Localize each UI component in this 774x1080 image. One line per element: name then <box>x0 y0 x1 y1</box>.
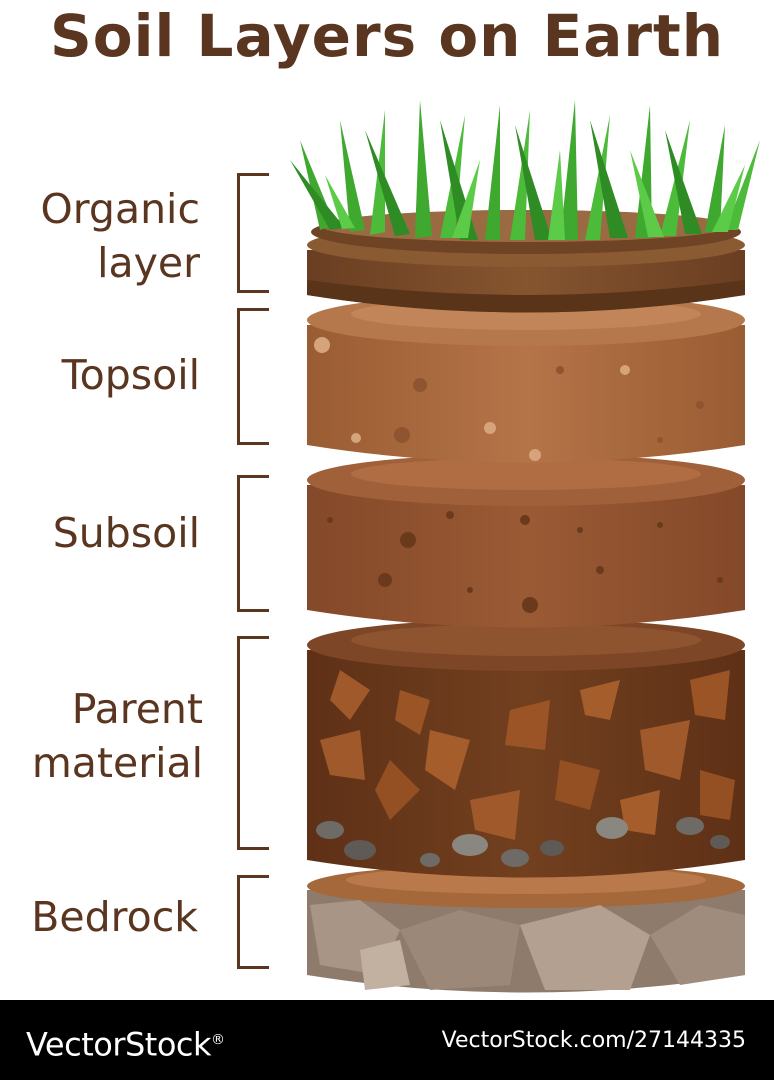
watermark-footer: VectorStock® VectorStock.com/27144335 <box>0 1000 774 1080</box>
label-subsoil: Subsoil <box>52 509 200 557</box>
label-organic-layer: Organic layer <box>40 185 200 287</box>
parent-material-bracket <box>237 636 269 850</box>
subsoil-layer <box>307 454 745 628</box>
label-parent-material: Parent material <box>31 685 203 787</box>
topsoil-layer <box>307 294 745 463</box>
diagram-title: Soil Layers on Earth <box>49 2 725 70</box>
label-bedrock: Bedrock <box>31 893 198 941</box>
bedrock-layer <box>307 864 745 993</box>
subsoil-bracket <box>237 475 269 612</box>
registered-mark: ® <box>211 1032 225 1048</box>
brand-text: VectorStock <box>26 1025 212 1064</box>
parent-material-layer <box>307 619 745 878</box>
topsoil-bracket <box>237 308 269 445</box>
organic-layer-bracket <box>237 173 269 293</box>
image-reference: VectorStock.com/27144335 <box>441 1028 746 1053</box>
soil-column-illustration <box>290 100 760 993</box>
bedrock-bracket <box>237 875 269 969</box>
grass-tuft <box>290 100 760 240</box>
label-topsoil: Topsoil <box>61 351 200 399</box>
vectorstock-logo: VectorStock® <box>26 1018 225 1067</box>
